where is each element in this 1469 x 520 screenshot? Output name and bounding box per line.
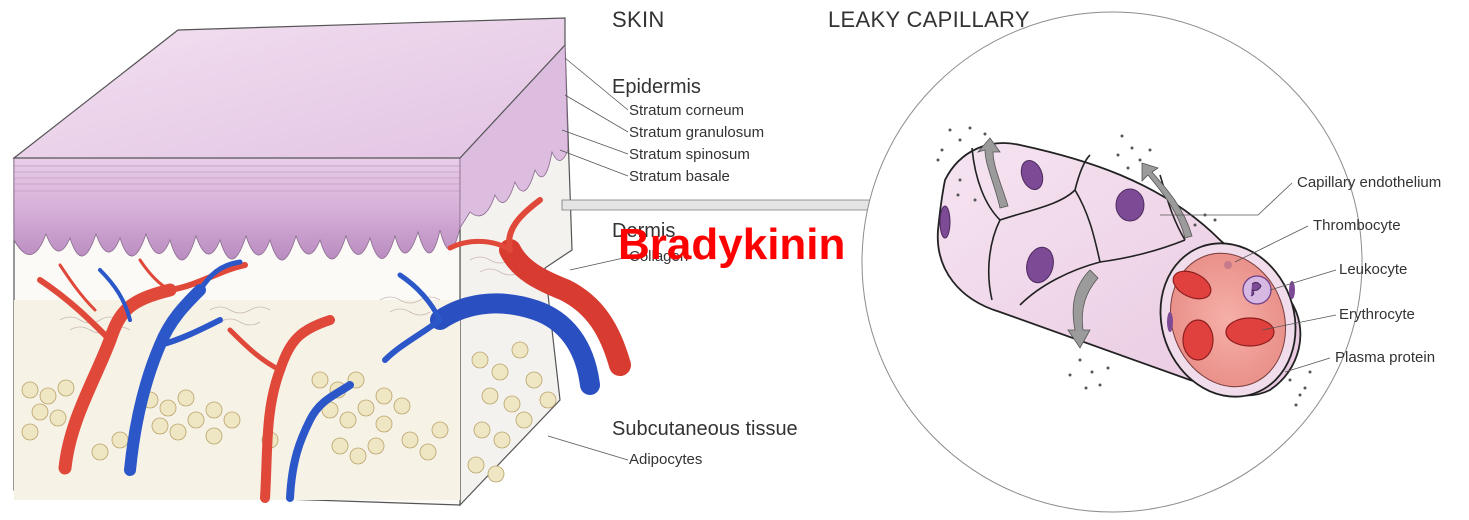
thrombocyte: [1224, 261, 1232, 269]
skin-title: SKIN: [612, 7, 665, 33]
adipocytes-label: Adipocytes: [629, 451, 702, 468]
stratum-granulosum-label: Stratum granulosum: [629, 124, 764, 141]
erythrocyte-3: [1226, 318, 1274, 346]
leukocyte-label: Leukocyte: [1339, 261, 1407, 278]
leaky-capillary-title: LEAKY CAPILLARY: [828, 7, 1030, 33]
thrombocyte-label: Thrombocyte: [1313, 217, 1401, 234]
epidermis-label: Epidermis: [612, 76, 701, 99]
stratum-basale-label: Stratum basale: [629, 168, 730, 185]
subcutaneous-tissue-label: Subcutaneous tissue: [612, 418, 798, 441]
bradykinin-overlay-label: Bradykinin: [618, 220, 845, 270]
erythrocyte-label: Erythrocyte: [1339, 306, 1415, 323]
erythrocyte-2: [1183, 320, 1213, 360]
capillary-endothelium-label: Capillary endothelium: [1297, 174, 1441, 191]
stratum-spinosum-label: Stratum spinosum: [629, 146, 750, 163]
arrow-to-capillary: [562, 194, 900, 216]
stratum-corneum-label: Stratum corneum: [629, 102, 744, 119]
capillary-illustration: [862, 12, 1362, 512]
plasma-protein-label: Plasma protein: [1335, 349, 1435, 366]
